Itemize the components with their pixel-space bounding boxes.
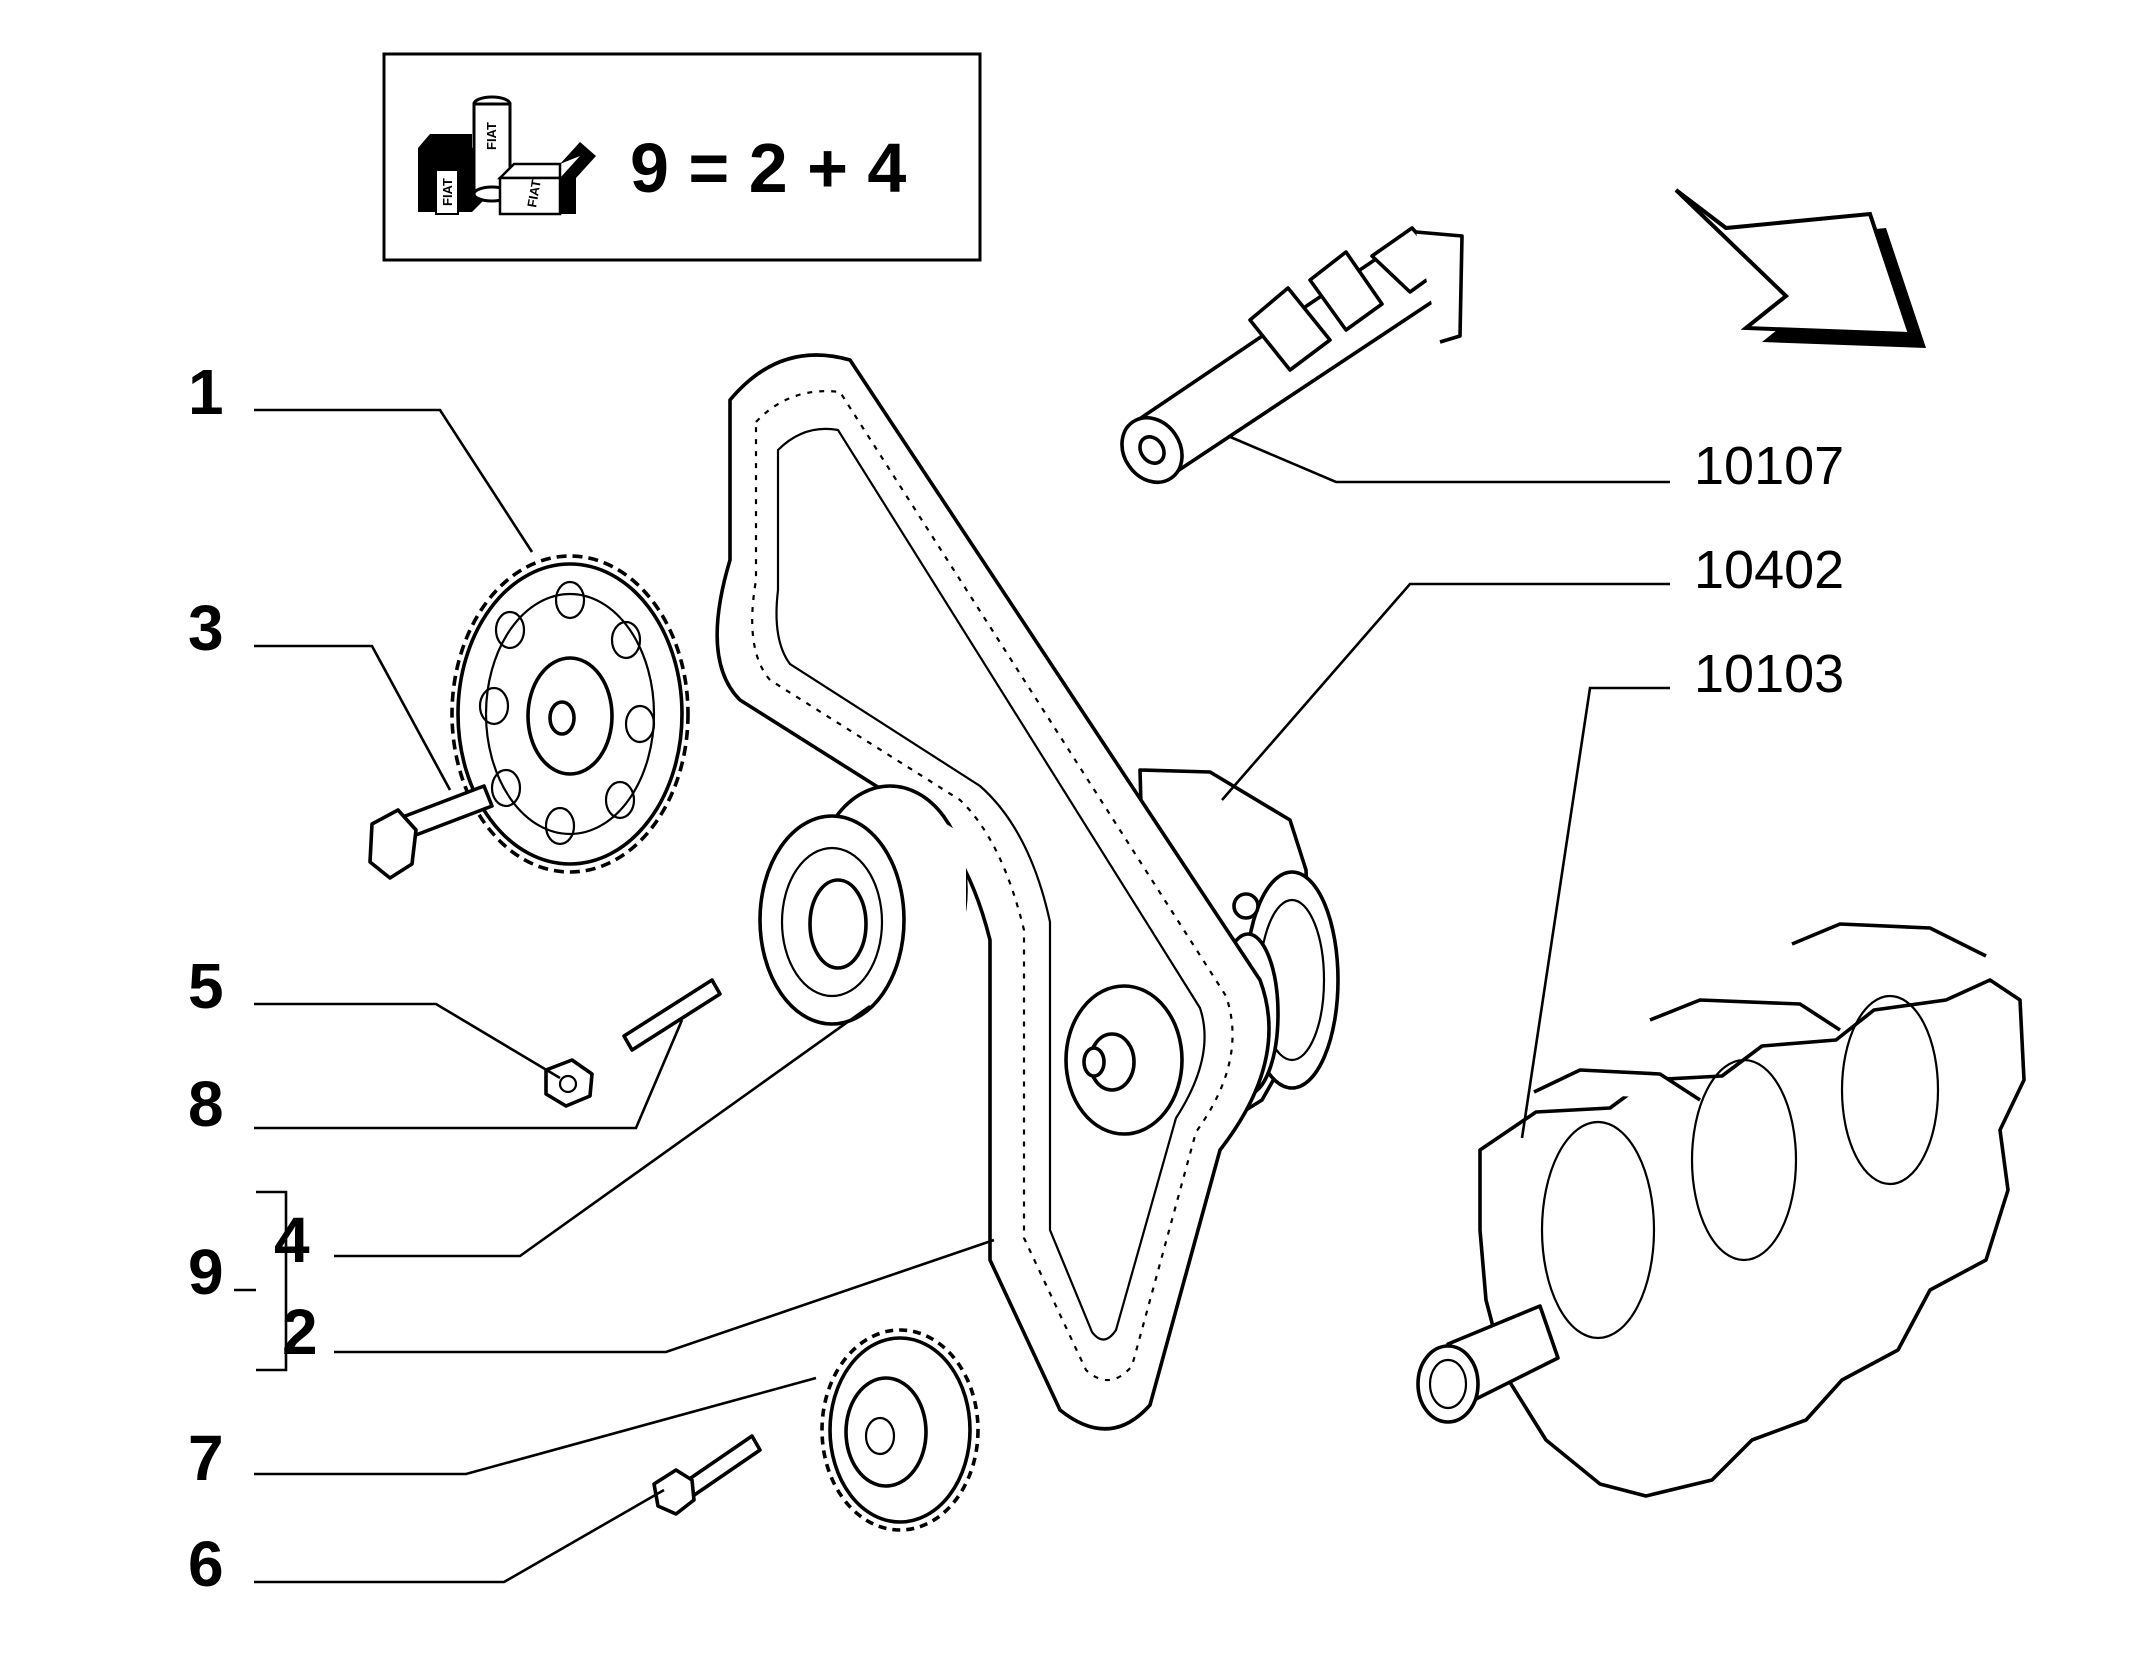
kit-brand-mark-3: FIAT — [524, 178, 544, 208]
tensioner-roller — [758, 784, 968, 1026]
callout-8: 8 — [188, 1068, 224, 1140]
kit-brand-mark-1: FIAT — [484, 122, 499, 150]
reference-10103: 10103 — [1694, 644, 1844, 704]
camshaft-timing-pulley — [450, 554, 690, 874]
tensioner-stud — [622, 978, 722, 1052]
tensioner-nut — [544, 1058, 594, 1108]
kit-box: FIAT FIAT FIAT 9 = 2 + 4 — [382, 52, 982, 262]
callout-5: 5 — [188, 950, 224, 1022]
leader-lines — [234, 408, 1670, 1584]
crankshaft-sprocket — [820, 1328, 980, 1532]
reference-10107: 10107 — [1694, 436, 1844, 496]
toothed-timing-belt — [715, 353, 1271, 1431]
callout-2: 2 — [282, 1296, 318, 1368]
reference-10402: 10402 — [1694, 540, 1844, 600]
kit-brand-mark-2: FIAT — [440, 178, 455, 206]
callout-7: 7 — [188, 1422, 224, 1494]
sprocket-bolt — [652, 1434, 762, 1516]
callout-1: 1 — [188, 356, 224, 428]
callout-9: 9 — [188, 1236, 224, 1308]
belt-hub-pulley — [1064, 984, 1184, 1136]
callout-3: 3 — [188, 592, 224, 664]
pulley-bolt — [368, 784, 494, 880]
kit-formula: 9 = 2 + 4 — [630, 129, 906, 207]
callout-4: 4 — [274, 1204, 310, 1276]
fiat-parts-kit-icon: FIAT FIAT FIAT — [418, 95, 596, 216]
callout-6: 6 — [188, 1528, 224, 1600]
direction-arrow-icon — [1674, 188, 1926, 348]
camshaft — [1120, 226, 1464, 485]
crankshaft — [1416, 922, 2026, 1498]
